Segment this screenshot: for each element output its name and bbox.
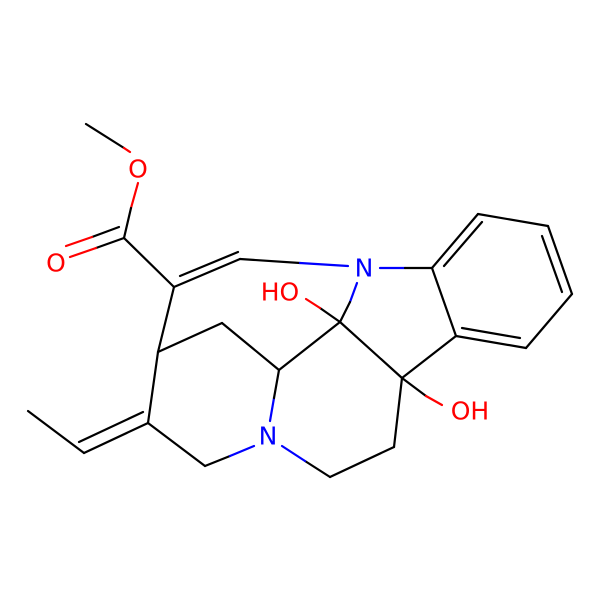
bond-benzene-3-4-inner [540, 234, 564, 294]
bond-oxygen-carbonyl [122, 206, 133, 240]
atom-label-o-ether: O [128, 155, 148, 184]
bond-ch2a-ch2b [328, 445, 396, 479]
bond-quat1-oh [318, 306, 342, 324]
atom-label-oh-2: OH [451, 397, 489, 426]
bond-benzene-5-6 [454, 334, 528, 350]
bond-carbonyl-vinyl [122, 236, 176, 289]
bond-ch2b-amine [303, 459, 332, 479]
bond-ringch-bridge [220, 321, 281, 372]
bond-carbonyl-double-red-1 [68, 246, 98, 259]
bond-ethylidene-ch2n [146, 421, 207, 468]
bond-quat2-ch2a [392, 376, 404, 449]
atom-label-oh-1: HO [261, 278, 299, 307]
atom-label-layer: O O N HO OH N [46, 155, 489, 451]
bond-ringch-quat1 [277, 320, 342, 372]
bond-nitrogen-quat [338, 300, 352, 324]
bond-benzene-5-6-inner [460, 326, 522, 340]
bond-benzene-3-4 [546, 224, 574, 296]
bond-oxygen-carbonyl-red [129, 181, 140, 210]
bond-nitrogen-quat-blue [348, 281, 359, 304]
atom-label-o-carbonyl: O [46, 249, 66, 278]
bond-carbonyl-double-black-1 [94, 236, 126, 250]
bond-benzene-4-5 [524, 292, 574, 350]
bond-vinyl-double-2 [178, 250, 240, 278]
bond-amine-ringch [272, 368, 281, 400]
bond-vinyl-nitrogen [238, 257, 302, 265]
bond-ethylidene-double-2 [77, 410, 145, 444]
atom-label-n-amine: N [259, 422, 278, 451]
bond-benzene-6-1 [430, 266, 458, 338]
bond-benzene-1-2-inner [442, 220, 484, 268]
bond-quat1-quat2 [338, 320, 404, 380]
bond-ch2b-amine-blue [280, 444, 307, 463]
bond-vinyl-bridgehead [156, 285, 176, 354]
bond-benzene-1-2 [430, 212, 480, 270]
bond-bridge-bridgehead [156, 321, 224, 354]
bond-ch2n-amine [203, 454, 232, 468]
bond-bridgehead-ethylidene [146, 350, 160, 425]
atom-label-n-indoline: N [355, 254, 374, 283]
bond-quat1-oh-red [304, 297, 322, 310]
bond-ethylidene-double-1 [82, 421, 150, 455]
bond-ethylidene-methyl [26, 409, 86, 455]
bond-benzene-quat2 [400, 334, 458, 380]
bond-carbonyl-double-red-2 [64, 235, 94, 248]
bond-carbonyl-double-black-2 [90, 225, 121, 239]
bond-ch2n-amine-blue [228, 444, 256, 458]
bond-quat2-oh [400, 376, 428, 398]
bond-vinyl-nitrogen-blue [298, 261, 350, 268]
bond-quat2-oh-red [424, 394, 444, 407]
bond-methyl-oxygen [84, 122, 126, 150]
bond-methyl-oxygen-red [122, 146, 132, 154]
bond-amine-ringch-blue [268, 396, 276, 423]
bond-layer [26, 122, 574, 479]
bond-benzene-2-3 [476, 212, 550, 228]
bond-vinyl-double-1 [172, 257, 242, 289]
